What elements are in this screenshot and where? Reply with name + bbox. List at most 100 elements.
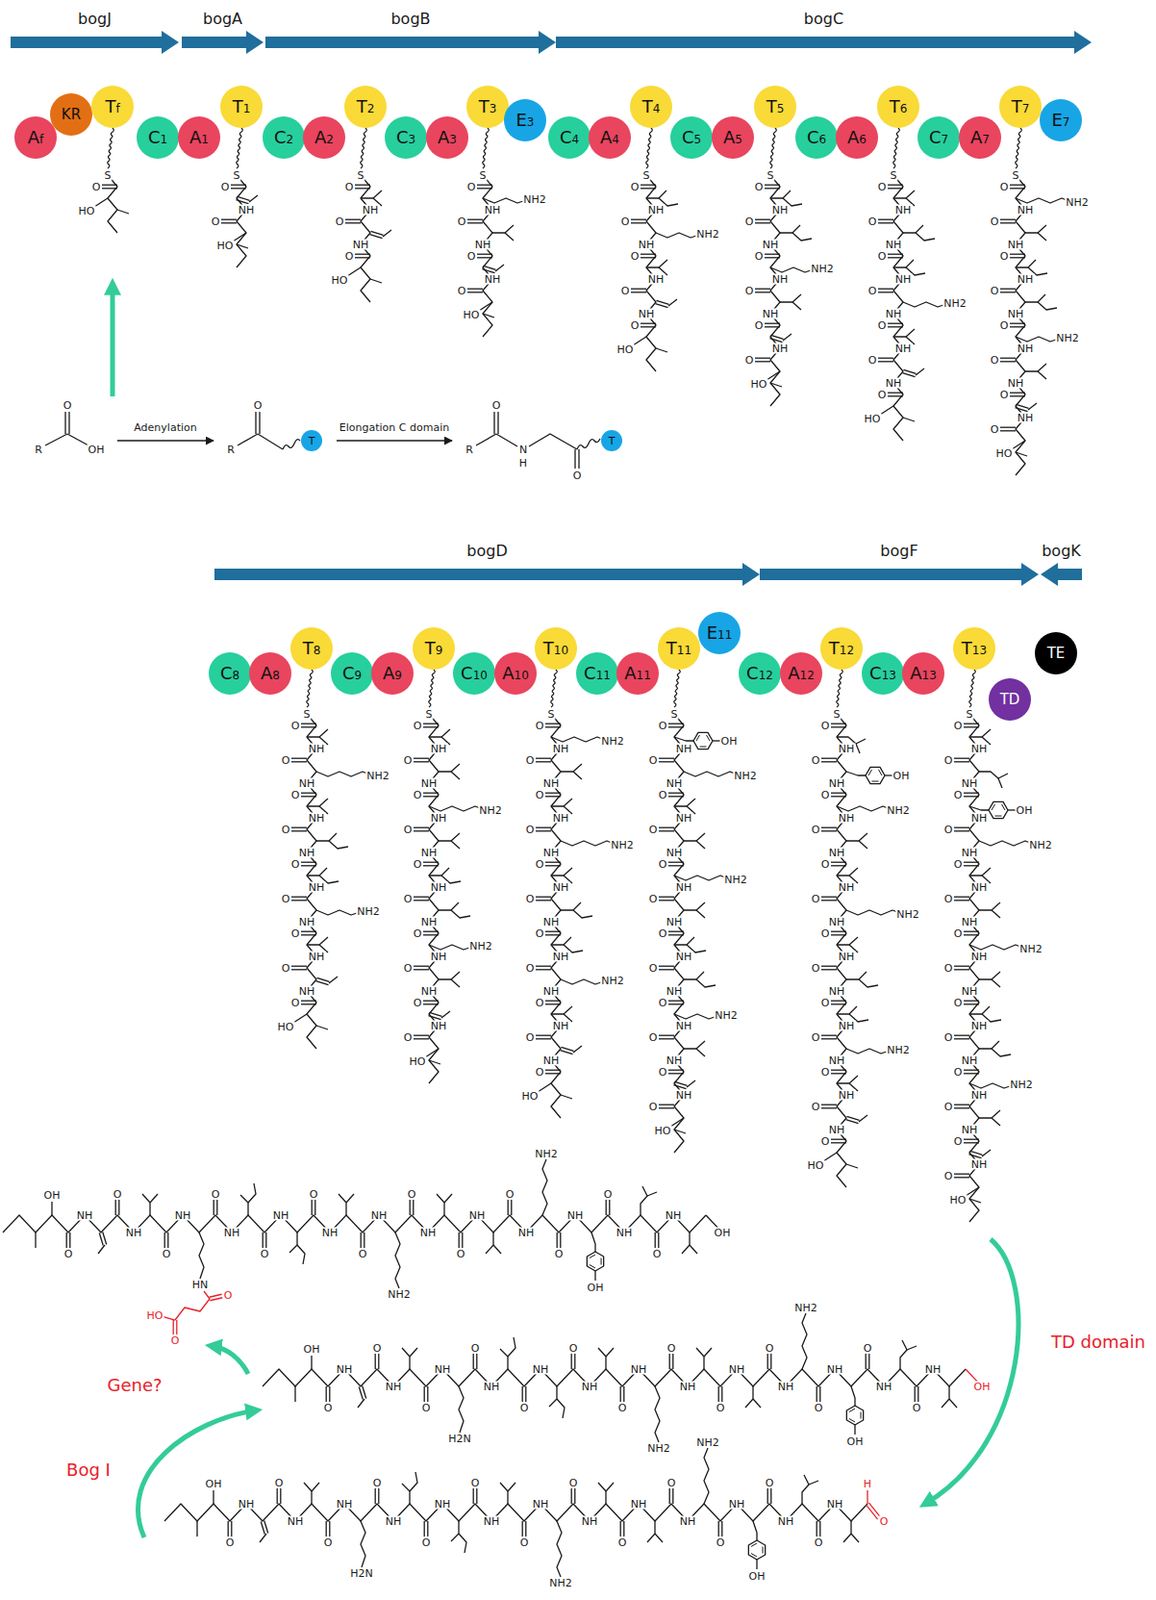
bond-line xyxy=(893,190,915,199)
bond-line xyxy=(878,291,894,293)
bond-line xyxy=(598,1482,606,1504)
domain-circle: T10 xyxy=(534,627,578,670)
bond-line xyxy=(823,1152,837,1161)
bond-line xyxy=(438,763,460,772)
atom-label: OH xyxy=(43,1189,62,1201)
gene-arrow: bogB xyxy=(265,9,556,56)
domain-circle: A4 xyxy=(588,116,631,159)
bond-line xyxy=(696,734,701,741)
atom-label: NH xyxy=(298,985,317,997)
bond-line xyxy=(560,902,581,910)
bond-line xyxy=(969,728,991,737)
bond-line xyxy=(2,1214,706,1232)
bond-line xyxy=(115,1199,117,1215)
atom-label: O xyxy=(323,1402,334,1413)
bond-line xyxy=(846,832,868,841)
bond-line xyxy=(98,1244,105,1254)
atom-label: O xyxy=(877,181,888,193)
bond-line xyxy=(949,1398,957,1408)
bond-line xyxy=(574,1487,576,1504)
bond-line xyxy=(209,1293,223,1297)
atom-label: O xyxy=(170,1334,181,1346)
bond-line xyxy=(904,369,917,374)
bond-line xyxy=(507,1199,509,1215)
atom-label: NH xyxy=(970,881,989,893)
bond-line xyxy=(1025,363,1047,372)
atom-label: O xyxy=(820,997,831,1008)
bond-line xyxy=(887,256,904,258)
bond-line xyxy=(237,196,251,201)
bond-line xyxy=(620,1385,622,1402)
bond-line xyxy=(686,1080,696,1087)
atom-label: O xyxy=(161,1248,173,1259)
bond-line xyxy=(830,723,847,725)
bond-line xyxy=(1000,288,1016,290)
bond-line xyxy=(117,209,129,214)
bond-line xyxy=(954,899,970,901)
gene-arrow-body xyxy=(214,562,760,586)
bond-line xyxy=(306,936,328,945)
bond-line xyxy=(535,899,552,901)
bond-line xyxy=(535,760,552,762)
bond-line xyxy=(640,326,656,327)
bond-line xyxy=(851,1385,855,1406)
atom-label: O xyxy=(820,858,831,870)
atom-label: NH xyxy=(1006,377,1026,389)
domain-name: T13 xyxy=(961,639,987,657)
bond-line xyxy=(764,256,780,258)
atom-label: O xyxy=(820,928,831,939)
bond-line xyxy=(623,1520,625,1536)
bond-line xyxy=(718,1385,720,1402)
bond-line xyxy=(754,357,771,359)
domain-name: C13 xyxy=(869,664,897,682)
atom-label: HO xyxy=(330,275,350,286)
bond-line xyxy=(681,1231,690,1254)
domain-circle: A7 xyxy=(958,116,1002,159)
bond-line xyxy=(478,301,493,311)
bond-line xyxy=(683,832,705,841)
atom-label: NH xyxy=(542,1055,561,1066)
bond-line xyxy=(843,1520,852,1542)
bond-line xyxy=(328,1385,330,1402)
bond-line xyxy=(551,1005,573,1014)
domain-name: A1 xyxy=(189,128,209,147)
atom-label: OH xyxy=(748,1570,767,1582)
bond-line xyxy=(427,1015,441,1020)
domain-name: C11 xyxy=(583,664,611,682)
bond-line xyxy=(328,976,338,983)
atom-label: O xyxy=(943,1031,955,1043)
green-arrow xyxy=(211,1345,249,1374)
bond-line xyxy=(979,1109,1001,1118)
bond-line xyxy=(436,1193,445,1215)
bond-line xyxy=(1009,187,1026,189)
domain-name: T5 xyxy=(766,98,785,116)
bond-line xyxy=(227,1520,229,1536)
reaction-arrow xyxy=(117,439,214,441)
bond-line xyxy=(668,933,684,935)
bond-line xyxy=(770,382,782,387)
step-annotation: TD domain xyxy=(1050,1332,1147,1351)
atom-label: O xyxy=(274,1477,285,1488)
bond-line xyxy=(700,746,707,748)
atom-label: O xyxy=(867,285,879,297)
bond-line xyxy=(830,861,847,863)
atom-label: NH xyxy=(482,1381,502,1392)
bond-line xyxy=(451,979,460,987)
atom-label: NH xyxy=(615,1227,634,1238)
atom-label: O xyxy=(617,1536,629,1548)
atom-label: O xyxy=(953,997,964,1008)
bond-line xyxy=(360,190,382,199)
bond-line xyxy=(658,965,675,967)
bond-line xyxy=(991,909,1001,918)
bond-line xyxy=(545,930,561,932)
bond-line xyxy=(1011,440,1026,450)
atom-label: NH2 xyxy=(942,298,968,309)
atom-label: R xyxy=(464,444,475,455)
atom-label: O xyxy=(813,1536,825,1548)
atom-label: NH xyxy=(828,985,847,997)
atom-label: R xyxy=(33,444,44,455)
domain-name: C1 xyxy=(148,128,168,147)
atom-label: O xyxy=(525,893,536,905)
atom-label: O xyxy=(744,285,755,297)
